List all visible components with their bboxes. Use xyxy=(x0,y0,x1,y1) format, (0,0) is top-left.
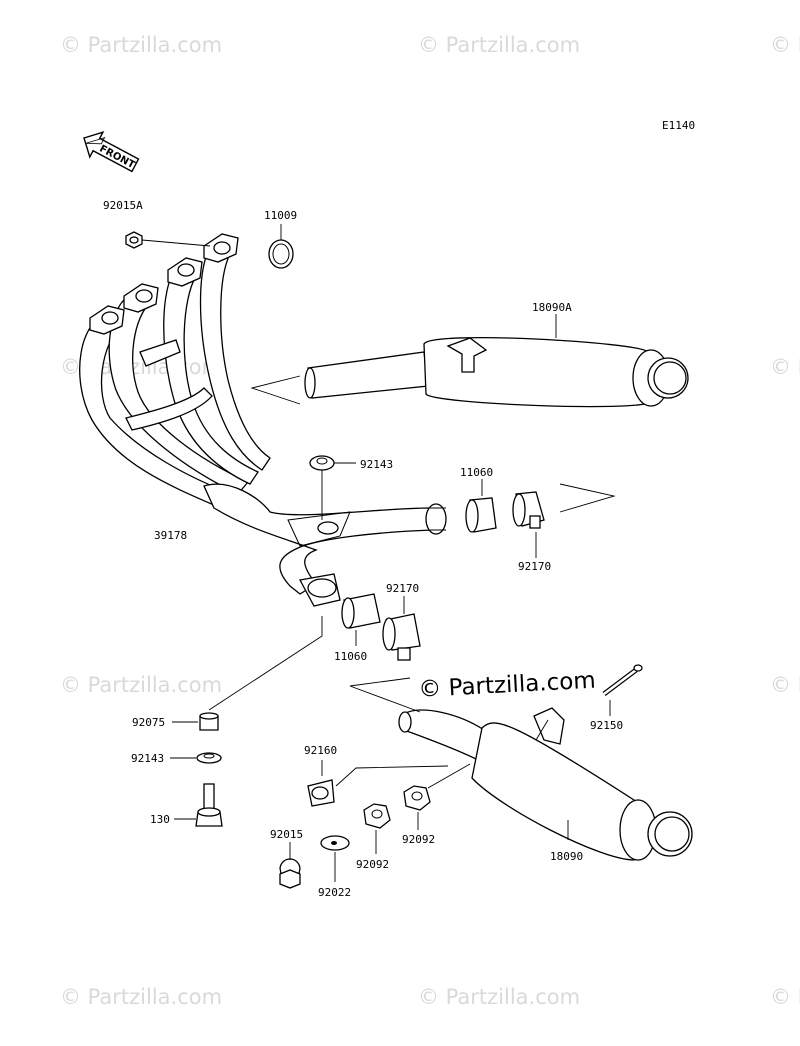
bolt-92150[interactable] xyxy=(602,664,643,696)
part-label-11060-right: 11060 xyxy=(460,466,493,479)
part-label-92015A: 92015A xyxy=(103,199,143,212)
part-label-11009: 11009 xyxy=(264,209,297,222)
part-label-92170-mid: 92170 xyxy=(386,582,419,595)
gasket-11009[interactable] xyxy=(268,239,294,269)
muffler-18090[interactable] xyxy=(398,707,693,861)
part-label-92143-low: 92143 xyxy=(131,752,164,765)
clamp-92170-right[interactable] xyxy=(512,491,545,529)
part-label-92022: 92022 xyxy=(318,886,351,899)
part-labels: 92015A 11009 18090A 92143 11060 39178 92… xyxy=(103,199,623,899)
washer-92022[interactable] xyxy=(320,835,350,851)
exhaust-header-pipes[interactable] xyxy=(79,233,447,607)
grommet-92160[interactable] xyxy=(307,779,335,807)
part-label-92170-right: 92170 xyxy=(518,560,551,573)
bolt-130[interactable] xyxy=(195,783,223,827)
collar-92092-right[interactable] xyxy=(403,785,431,811)
muffler-18090A[interactable] xyxy=(304,336,689,408)
watermark-text: © Partzilla.com xyxy=(60,985,222,1009)
part-label-92160: 92160 xyxy=(304,744,337,757)
part-label-39178: 39178 xyxy=(154,529,187,542)
watermark-text: © Partzilla.com xyxy=(418,33,580,57)
collar-92092-low[interactable] xyxy=(363,803,391,829)
part-label-92150: 92150 xyxy=(590,719,623,732)
watermark-text: © Partzilla.com xyxy=(770,355,800,379)
watermark-text: © Partzilla.com xyxy=(770,673,800,697)
front-arrow: FRONT xyxy=(83,131,140,173)
part-label-92092-low: 92092 xyxy=(356,858,389,871)
nut-92015A[interactable] xyxy=(125,231,143,249)
watermark-text: © Partzilla.com xyxy=(770,33,800,57)
watermark-text: © Partzilla.com xyxy=(418,985,580,1009)
watermark-text: © Partzilla.com xyxy=(60,673,222,697)
gasket-11060-mid[interactable] xyxy=(341,593,381,629)
watermark-main-text: © Partzilla.com xyxy=(418,668,597,703)
part-label-92092-right: 92092 xyxy=(402,833,435,846)
part-label-11060-mid: 11060 xyxy=(334,650,367,663)
nut-92015[interactable] xyxy=(279,858,301,889)
washer-92143-low[interactable] xyxy=(196,752,222,764)
clamp-92170-mid[interactable] xyxy=(382,613,421,661)
part-label-18090A: 18090A xyxy=(532,301,572,314)
diagram-code: E1140 xyxy=(662,119,695,132)
watermark-text: © Partzilla.com xyxy=(60,33,222,57)
part-label-92015: 92015 xyxy=(270,828,303,841)
partzilla-watermark: © Partzilla.com xyxy=(418,668,597,703)
part-label-92075: 92075 xyxy=(132,716,165,729)
washer-92143-top[interactable] xyxy=(309,455,335,471)
watermark-text: © Partzilla.com xyxy=(770,985,800,1009)
gasket-11060-right[interactable] xyxy=(465,497,497,533)
part-label-130: 130 xyxy=(150,813,170,826)
part-label-92143-top: 92143 xyxy=(360,458,393,471)
part-label-18090: 18090 xyxy=(550,850,583,863)
damper-92075[interactable] xyxy=(199,712,219,731)
